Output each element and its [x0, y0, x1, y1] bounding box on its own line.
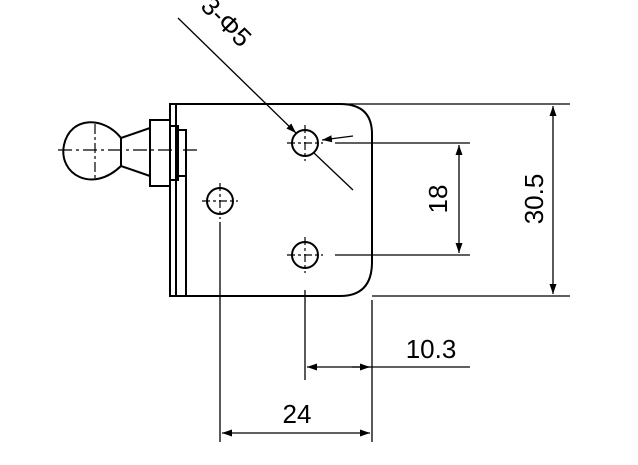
ball-knob [58, 119, 200, 187]
extension-lines [219, 103, 570, 442]
hole-bottom-right [287, 237, 323, 273]
dim-label-24: 24 [283, 399, 312, 429]
dim-label-18: 18 [423, 185, 453, 214]
hole-left [202, 183, 238, 219]
dim-label-10-3: 10.3 [406, 334, 457, 364]
dim-label-holes: 3-Φ5 [195, 0, 257, 53]
mounting-plate [169, 103, 373, 297]
dim-label-30-5: 30.5 [519, 174, 549, 225]
diameter-leader [177, 17, 354, 191]
hole-top-right [287, 125, 323, 161]
dimension-lines [222, 106, 557, 437]
